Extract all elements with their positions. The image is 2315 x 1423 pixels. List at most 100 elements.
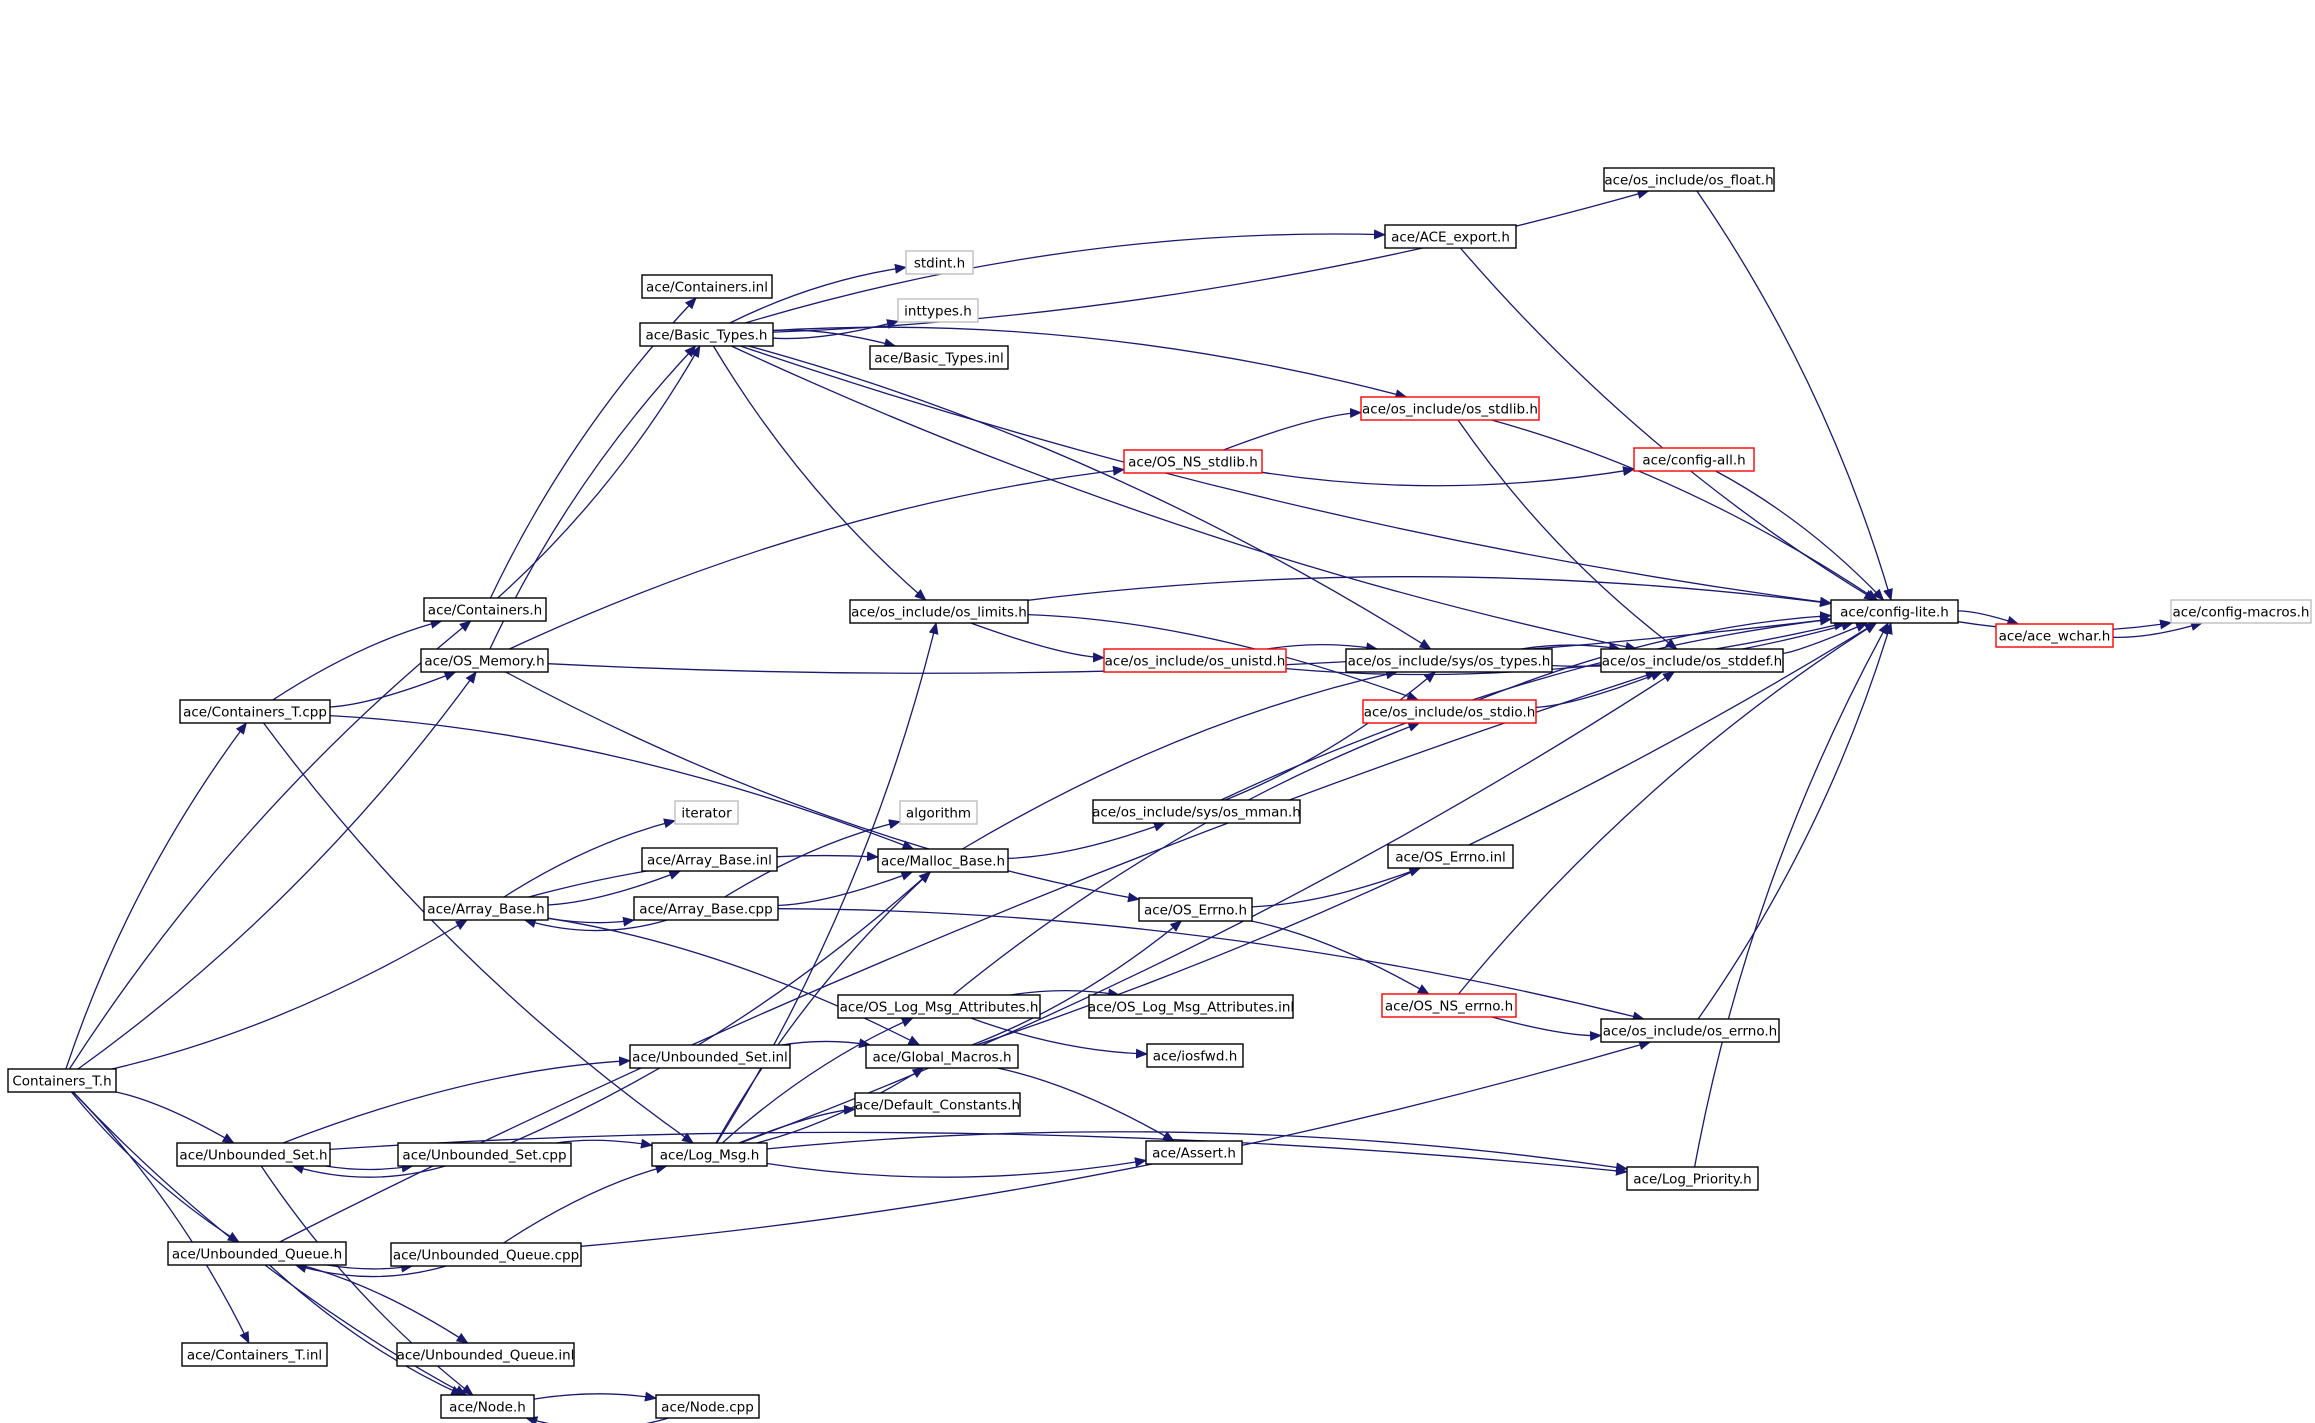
edge-containers-t-h-to-containers-h	[68, 620, 472, 1070]
edge-unbounded-queue-cpp-to-os-include-errno-h	[580, 1040, 1652, 1247]
node-label: ace/Containers_T.cpp	[183, 705, 327, 721]
node-unbounded-queue-cpp[interactable]: ace/Unbounded_Queue.cpp	[390, 1242, 582, 1267]
node-box	[633, 896, 779, 921]
edge-unbounded-queue-cpp-to-log-msg-h	[503, 1164, 668, 1244]
node-array-base-inl[interactable]: ace/Array_Base.inl	[641, 847, 778, 872]
node-containers-inl[interactable]: ace/Containers.inl	[641, 274, 773, 299]
edge-os-ns-stdlib-h-to-config-all-h	[1261, 466, 1635, 487]
node-box	[167, 1241, 347, 1266]
node-label: ace/os_include/os_errno.h	[1603, 1024, 1777, 1040]
edge-log-msg-h-to-os-log-msg-attributes-h	[721, 1017, 914, 1144]
node-label: ace/Global_Macros.h	[872, 1050, 1011, 1066]
node-os-mman-h[interactable]: ace/os_include/sys/os_mman.h	[1092, 799, 1301, 824]
node-box	[1145, 1140, 1243, 1165]
edge-unbounded-set-h-to-node-h	[260, 1165, 474, 1396]
node-os-stdlib-h[interactable]: ace/os_include/os_stdlib.h	[1360, 396, 1540, 421]
node-array-base-h[interactable]: ace/Array_Base.h	[423, 896, 549, 921]
node-unbounded-queue-h[interactable]: ace/Unbounded_Queue.h	[167, 1241, 347, 1266]
edge-os-mman-h-to-os-types-h	[1225, 671, 1437, 801]
node-unbounded-set-h[interactable]: ace/Unbounded_Set.h	[176, 1142, 331, 1167]
node-os-include-errno-h[interactable]: ace/os_include/os_errno.h	[1600, 1018, 1780, 1043]
node-array-base-cpp[interactable]: ace/Array_Base.cpp	[633, 896, 779, 921]
node-os-log-msg-attributes-h[interactable]: ace/OS_Log_Msg_Attributes.h	[837, 994, 1041, 1019]
edge-basic-types-h-to-os-float-h	[772, 189, 1650, 333]
edge-containers-t-h-to-unbounded-set-h	[115, 1091, 235, 1144]
node-os-log-msg-attributes-inl[interactable]: ace/OS_Log_Msg_Attributes.inl	[1088, 994, 1294, 1019]
node-os-errno-inl[interactable]: ace/OS_Errno.inl	[1387, 844, 1514, 869]
edge-log-msg-h-to-global-macros-h	[756, 1067, 925, 1144]
node-containers-t-cpp[interactable]: ace/Containers_T.cpp	[179, 699, 331, 724]
node-ace-export-h[interactable]: ace/ACE_export.h	[1384, 224, 1517, 249]
node-box	[629, 1044, 791, 1069]
node-config-all-h[interactable]: ace/config-all.h	[1633, 447, 1755, 472]
edge-os-memory-h-to-os-ns-stdlib-h	[509, 465, 1125, 650]
node-label: algorithm	[906, 806, 971, 822]
edge-log-msg-h-to-log-priority-h	[766, 1131, 1628, 1173]
node-box	[849, 599, 1029, 624]
node-box	[2170, 599, 2312, 624]
node-box	[1633, 447, 1755, 472]
node-malloc-base-h[interactable]: ace/Malloc_Base.h	[877, 848, 1009, 873]
node-box	[641, 274, 773, 299]
edge-os-log-msg-attributes-h-to-iosfwd-h	[970, 1017, 1148, 1059]
node-label: ace/iosfwd.h	[1153, 1049, 1238, 1065]
edge-containers-h-to-basic-types-h	[497, 345, 701, 599]
edge-os-unistd-h-to-config-lite-h	[1285, 620, 1847, 676]
node-box	[1103, 648, 1287, 673]
edge-basic-types-h-to-stdint-h	[729, 263, 907, 324]
node-basic-types-inl[interactable]: ace/Basic_Types.inl	[869, 345, 1009, 370]
edge-node-cpp-to-node-h	[525, 1416, 669, 1423]
node-os-memory-h[interactable]: ace/OS_Memory.h	[420, 648, 549, 673]
node-node-cpp[interactable]: ace/Node.cpp	[655, 1394, 760, 1419]
edge-ace-wchar-h-to-config-macros-h	[2112, 621, 2203, 639]
node-label: ace/Assert.h	[1152, 1146, 1236, 1162]
edge-array-base-cpp-to-malloc-base-h	[777, 871, 914, 907]
edge-os-types-h-to-os-stddef-h	[1520, 642, 1622, 653]
node-os-ns-stdlib-h[interactable]: ace/OS_NS_stdlib.h	[1123, 449, 1263, 474]
edge-layer	[65, 189, 2203, 1423]
edge-malloc-base-h-to-os-types-h	[962, 669, 1398, 850]
node-box	[639, 322, 774, 347]
node-label: ace/os_include/os_stddef.h	[1602, 654, 1782, 670]
node-os-float-h[interactable]: ace/os_include/os_float.h	[1603, 167, 1775, 192]
node-global-macros-h[interactable]: ace/Global_Macros.h	[865, 1044, 1019, 1069]
node-unbounded-queue-inl[interactable]: ace/Unbounded_Queue.inl	[396, 1342, 575, 1367]
node-os-errno-h-ace[interactable]: ace/OS_Errno.h	[1138, 897, 1253, 922]
node-box	[181, 1342, 328, 1367]
node-assert-h[interactable]: ace/Assert.h	[1145, 1140, 1243, 1165]
node-os-limits-h[interactable]: ace/os_include/os_limits.h	[849, 599, 1029, 624]
node-os-types-h[interactable]: ace/os_include/sys/os_types.h	[1345, 648, 1553, 673]
node-unbounded-set-inl[interactable]: ace/Unbounded_Set.inl	[629, 1044, 791, 1069]
node-containers-t-h[interactable]: Containers_T.h	[7, 1068, 117, 1093]
node-basic-types-h[interactable]: ace/Basic_Types.h	[639, 322, 774, 347]
edge-array-base-h-to-iterator	[503, 818, 676, 898]
node-label: ace/os_include/os_stdio.h	[1364, 705, 1536, 721]
node-node-h[interactable]: ace/Node.h	[440, 1394, 535, 1419]
edge-basic-types-h-to-os-types-h	[748, 345, 1432, 650]
node-os-stdio-h[interactable]: ace/os_include/os_stdio.h	[1362, 699, 1537, 724]
node-os-unistd-h[interactable]: ace/os_include/os_unistd.h	[1103, 648, 1287, 673]
node-inttypes-h: inttypes.h	[897, 298, 979, 323]
edge-os-ns-errno-h-to-os-include-errno-h	[1491, 1016, 1602, 1042]
node-default-constants-h[interactable]: ace/Default_Constants.h	[854, 1092, 1021, 1117]
node-label: ace/ace_wchar.h	[1999, 629, 2111, 645]
node-os-stddef-h[interactable]: ace/os_include/os_stddef.h	[1600, 648, 1784, 673]
node-box	[1384, 224, 1517, 249]
edge-os-include-errno-h-to-config-lite-h	[1697, 622, 1893, 1020]
edge-os-limits-h-to-os-unistd-h	[970, 622, 1105, 663]
edge-containers-t-h-to-containers-t-inl	[72, 1091, 250, 1344]
node-iosfwd-h[interactable]: ace/iosfwd.h	[1146, 1043, 1244, 1068]
node-os-ns-errno-h[interactable]: ace/OS_NS_errno.h	[1381, 993, 1517, 1018]
node-box	[423, 597, 547, 622]
node-config-lite-h[interactable]: ace/config-lite.h	[1830, 599, 1959, 624]
node-layer: Containers_T.h ace/Containers.h ace/Contai…	[7, 167, 2312, 1419]
node-label: inttypes.h	[904, 304, 972, 320]
node-box	[176, 1142, 331, 1167]
node-ace-wchar-h[interactable]: ace/ace_wchar.h	[1995, 623, 2114, 648]
node-unbounded-set-cpp[interactable]: ace/Unbounded_Set.cpp	[397, 1142, 572, 1167]
edge-unbounded-set-cpp-to-log-msg-h	[556, 1138, 653, 1149]
node-log-priority-h[interactable]: ace/Log_Priority.h	[1626, 1166, 1759, 1191]
node-containers-h[interactable]: ace/Containers.h	[423, 597, 547, 622]
node-log-msg-h[interactable]: ace/Log_Msg.h	[651, 1142, 768, 1167]
node-containers-t-inl[interactable]: ace/Containers_T.inl	[181, 1342, 328, 1367]
